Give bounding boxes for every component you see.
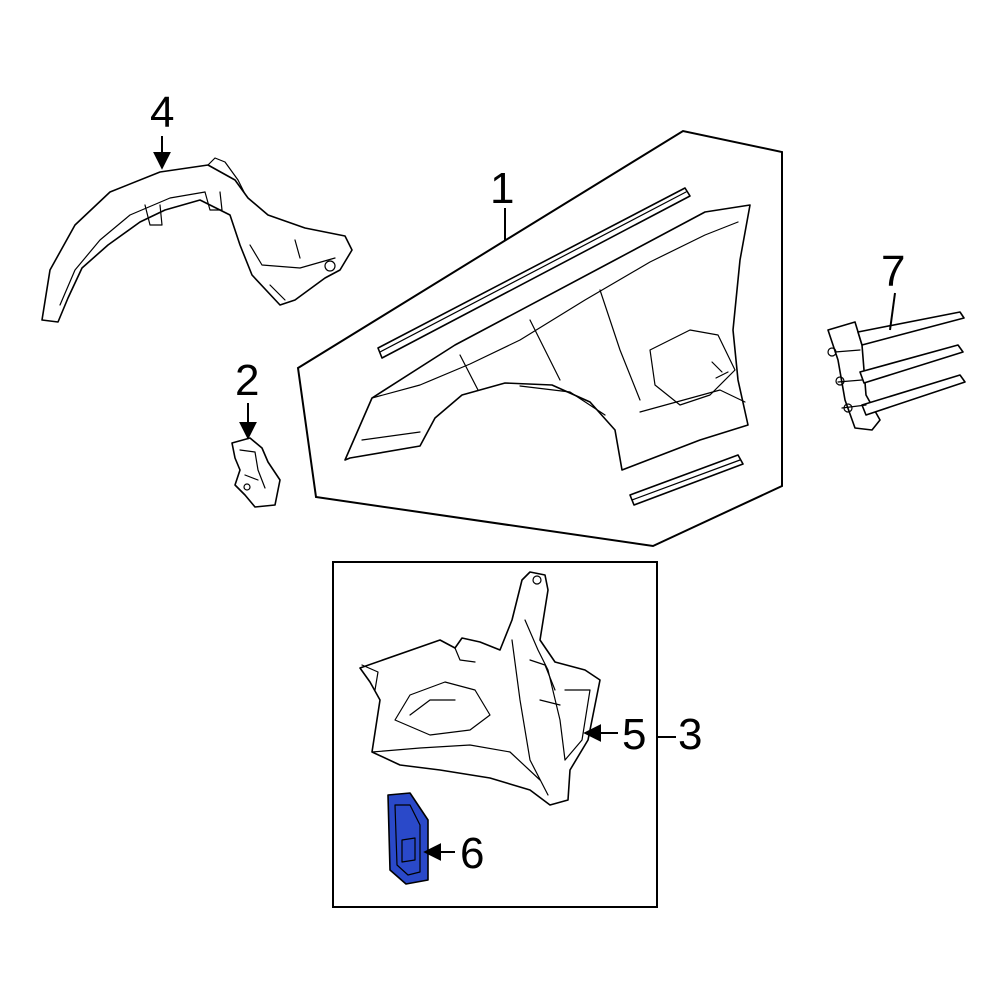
callout-7-leader xyxy=(889,292,896,331)
callout-6: 6 xyxy=(460,829,484,878)
callout-4: 4 xyxy=(150,88,174,137)
apron-part[interactable] xyxy=(359,571,601,806)
seal-group[interactable]: 7 xyxy=(827,247,966,431)
callout-2: 2 xyxy=(235,356,259,405)
bracket-part[interactable] xyxy=(231,437,281,508)
apron-seal-part[interactable] xyxy=(387,792,429,885)
fender-group[interactable]: 1 xyxy=(296,129,783,548)
seal-part[interactable] xyxy=(827,311,966,431)
fender-liner-group[interactable]: 4 xyxy=(41,88,353,323)
apron-assembly-group[interactable]: 5 3 6 xyxy=(332,561,702,908)
callout-3: 3 xyxy=(678,710,702,759)
fender-liner-part[interactable] xyxy=(41,157,353,323)
fender-part[interactable] xyxy=(344,187,751,506)
bracket-group[interactable]: 2 xyxy=(231,356,281,508)
callout-1: 1 xyxy=(490,164,514,213)
callout-5: 5 xyxy=(622,710,646,759)
callout-7: 7 xyxy=(881,247,905,296)
